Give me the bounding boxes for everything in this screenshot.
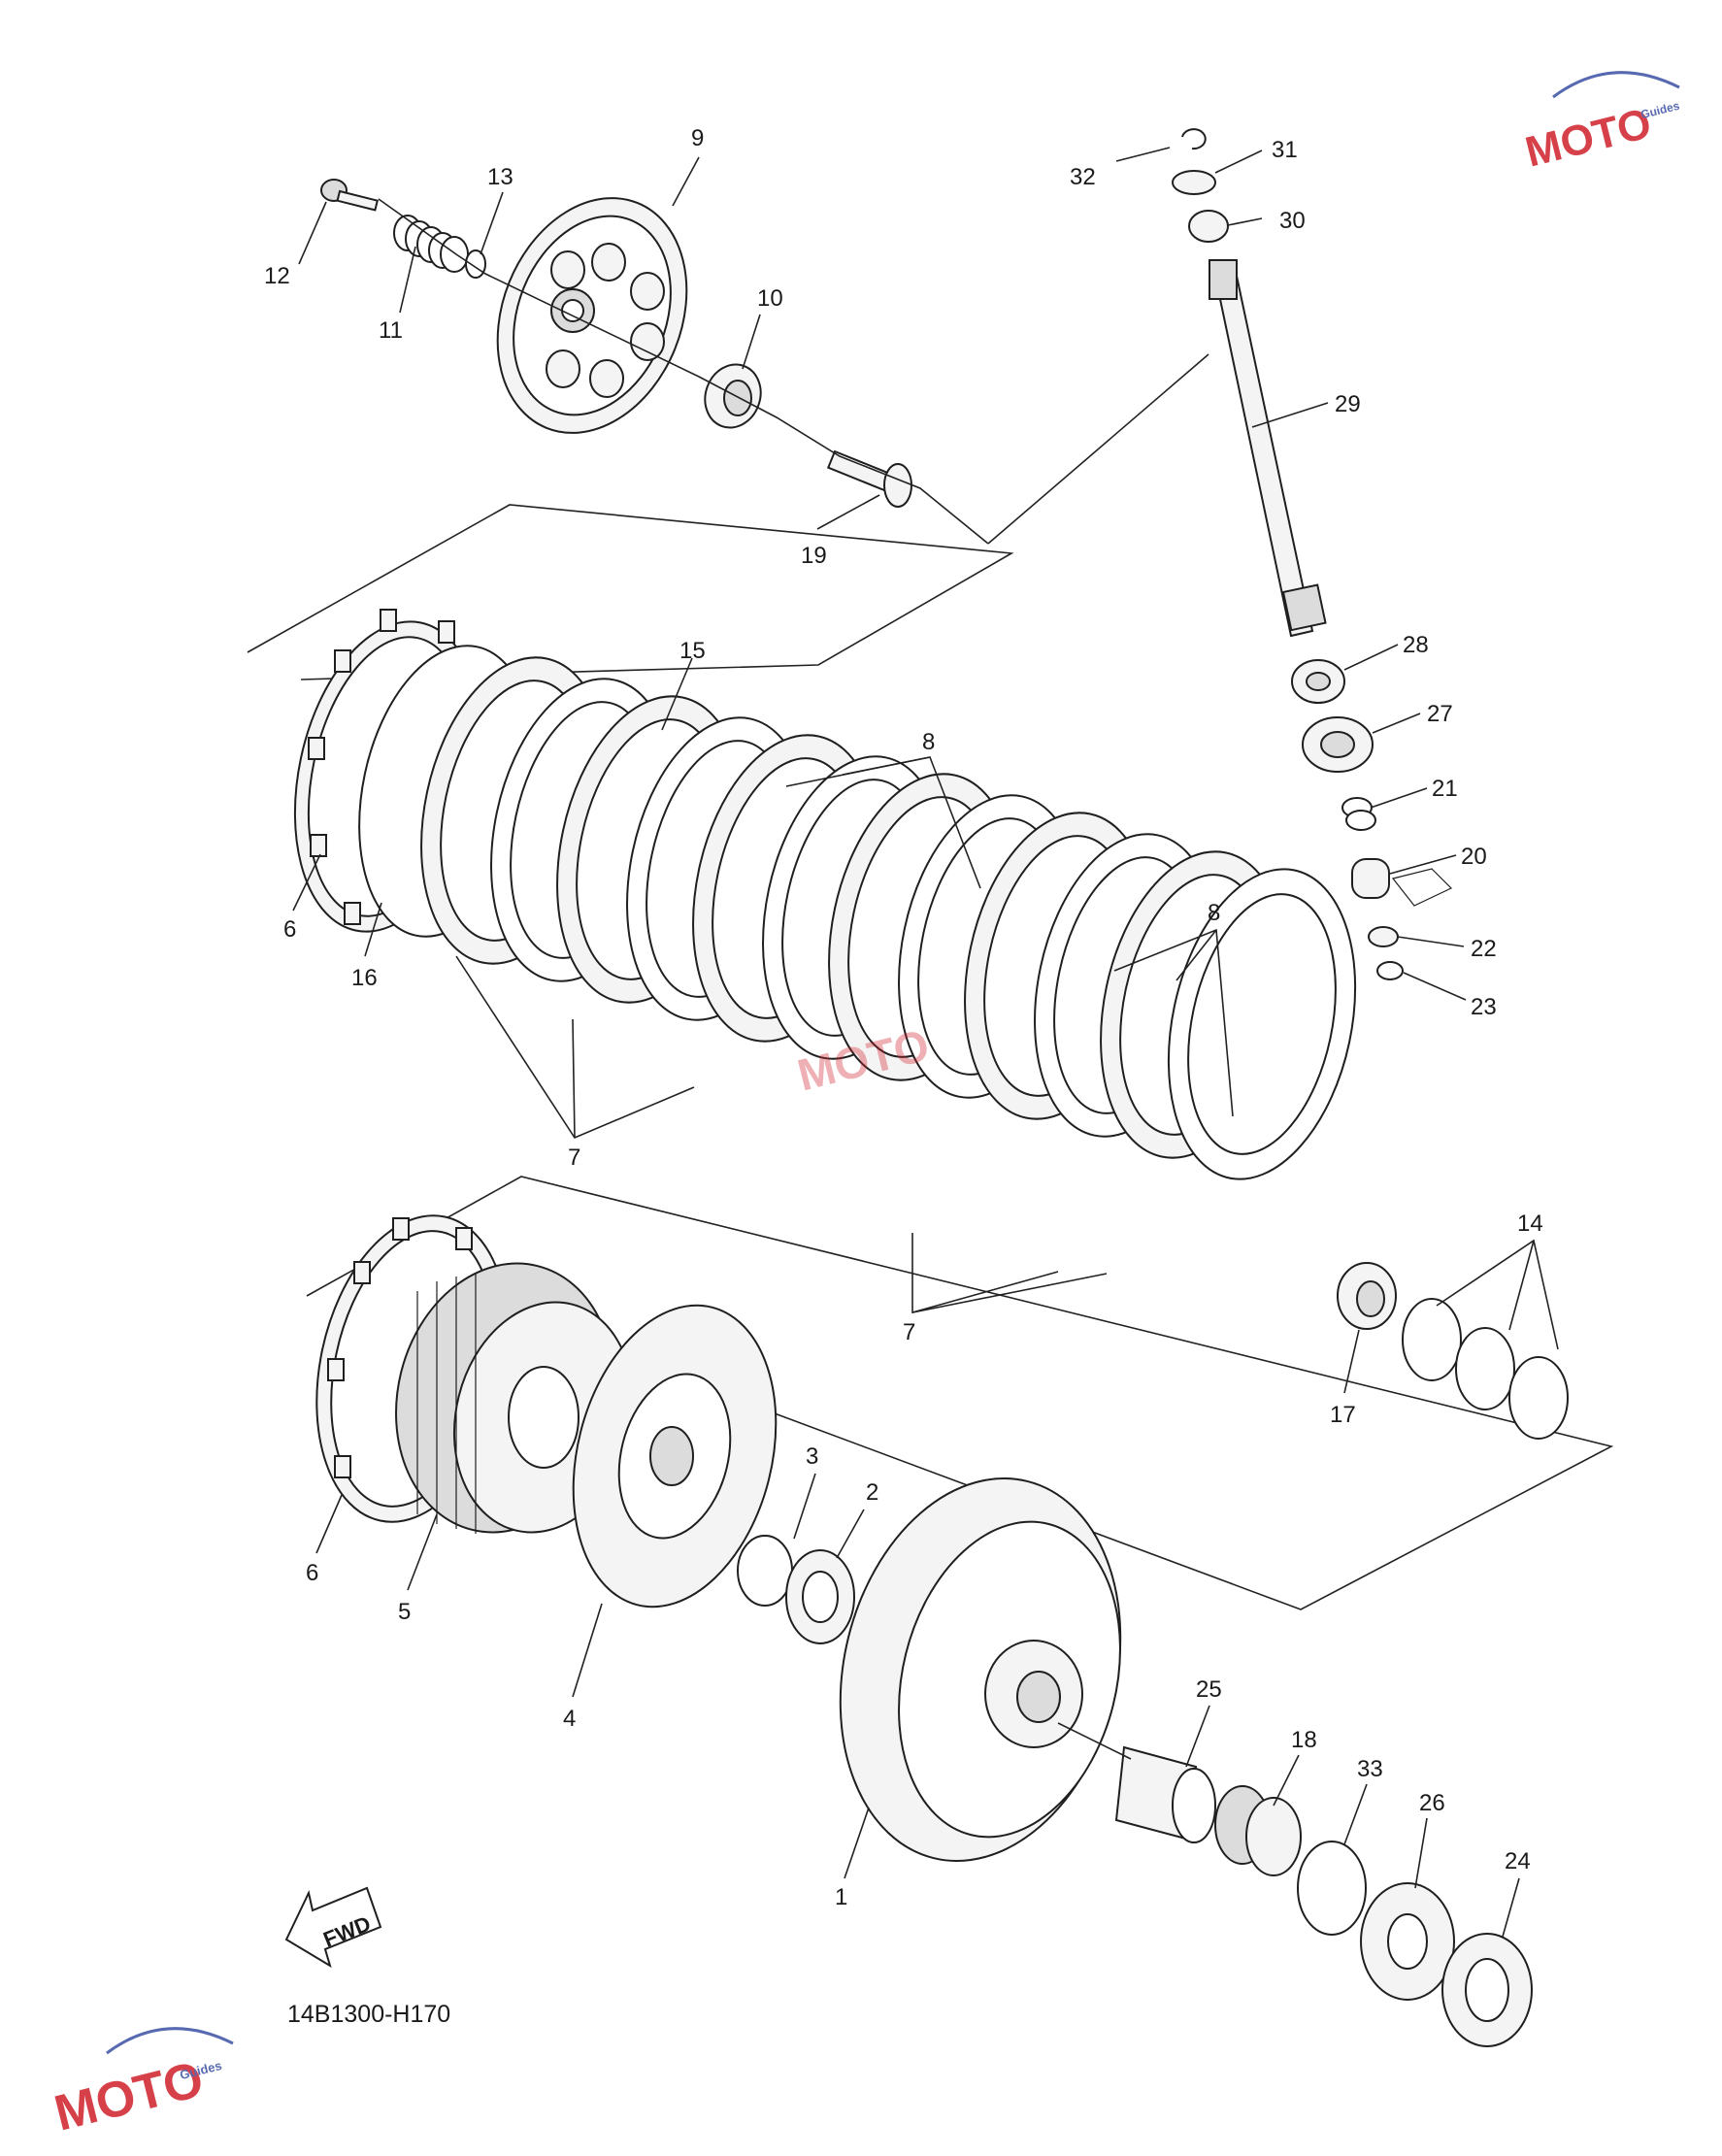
callout-4: 4 (563, 1706, 576, 1732)
svg-text:MOTO: MOTO (1521, 99, 1656, 176)
callout-33: 33 (1357, 1756, 1383, 1782)
callout-11: 11 (379, 317, 403, 344)
callout-15: 15 (679, 638, 706, 664)
part-22-washer (1368, 926, 1399, 947)
diagram-code: 14B1300-H170 (287, 2001, 450, 2028)
part-27-oil-seal (1302, 716, 1374, 773)
part-11-spring (393, 215, 469, 273)
push-lever-shaft-group (987, 128, 1453, 980)
pressure-plate-group (320, 179, 989, 545)
leader-lines (292, 147, 1559, 1938)
callout-19: 19 (801, 543, 827, 569)
part-3-washer (737, 1535, 793, 1607)
part-29-shaft (1209, 259, 1327, 638)
callout-6-upper: 6 (283, 916, 296, 943)
callout-25: 25 (1196, 1676, 1222, 1703)
part-9-pressure-plate (496, 197, 688, 434)
callout-6-lower: 6 (306, 1560, 318, 1586)
fwd-arrow: FWD (284, 1886, 382, 1969)
callout-17: 17 (1330, 1402, 1356, 1428)
part-28-bearing (1291, 659, 1345, 704)
callout-18: 18 (1291, 1727, 1317, 1753)
part-13-washer (465, 249, 486, 279)
callout-9: 9 (691, 125, 704, 151)
callout-20: 20 (1461, 844, 1487, 870)
part-4-pressure-plate (572, 1304, 778, 1609)
part-17-nut (1337, 1262, 1397, 1330)
part-1-clutch-housing (839, 1477, 1122, 1862)
callout-8-lower: 8 (1208, 900, 1220, 926)
part-12-bolt (320, 179, 380, 212)
callout-22: 22 (1471, 936, 1497, 962)
part-21-spring (1341, 797, 1376, 831)
part-10-bearing (704, 363, 762, 429)
part-33-ring (1297, 1841, 1367, 1936)
part-31-washer (1172, 170, 1216, 195)
part-25-spacer (1114, 1745, 1216, 1843)
callout-5: 5 (398, 1599, 411, 1625)
part-23-circlip (1376, 961, 1404, 980)
svg-text:Guides: Guides (1639, 99, 1681, 122)
watermark-logo-bottom-left: MOTO Guides (50, 2027, 234, 2142)
part-20-collar (1351, 858, 1453, 907)
part-26-gear (1360, 1882, 1455, 2001)
callout-7-upper: 7 (568, 1144, 580, 1171)
part-32-circlip (1181, 128, 1207, 150)
callout-2: 2 (866, 1479, 878, 1506)
part-18-needle-bearing (1214, 1785, 1302, 1876)
part-8-steel-plate-last (1167, 868, 1357, 1180)
callout-8-upper: 8 (922, 729, 935, 755)
part-19-push-rod (826, 449, 912, 508)
part-30-bush (1188, 210, 1229, 243)
callout-10: 10 (757, 285, 783, 312)
part-14-lock-washers (1402, 1298, 1569, 1440)
callout-27: 27 (1427, 701, 1453, 727)
callout-12: 12 (264, 263, 290, 289)
callout-30: 30 (1279, 208, 1306, 234)
part-24-washer (1441, 1933, 1533, 2047)
callout-7-lower: 7 (903, 1319, 915, 1345)
svg-text:MOTO: MOTO (50, 2051, 209, 2142)
callout-3: 3 (806, 1443, 818, 1470)
callout-21: 21 (1432, 776, 1458, 802)
callout-labels: 9 13 12 11 10 19 32 31 30 29 28 27 21 20… (264, 125, 1543, 1910)
callout-16: 16 (351, 965, 378, 991)
callout-23: 23 (1471, 994, 1497, 1020)
clutch-plate-pack (293, 609, 1357, 1180)
callout-28: 28 (1403, 632, 1429, 658)
assembly-outline-upper (247, 504, 1014, 680)
callout-32: 32 (1070, 164, 1096, 190)
callout-14: 14 (1517, 1211, 1543, 1237)
callout-26: 26 (1419, 1790, 1445, 1816)
callout-1: 1 (835, 1884, 847, 1910)
part-2-plate (785, 1549, 855, 1644)
callout-31: 31 (1272, 137, 1298, 163)
callout-29: 29 (1335, 391, 1361, 417)
callout-13: 13 (487, 164, 513, 190)
callout-24: 24 (1505, 1848, 1531, 1874)
watermark-logo-top-right: MOTO Guides (1521, 71, 1681, 177)
